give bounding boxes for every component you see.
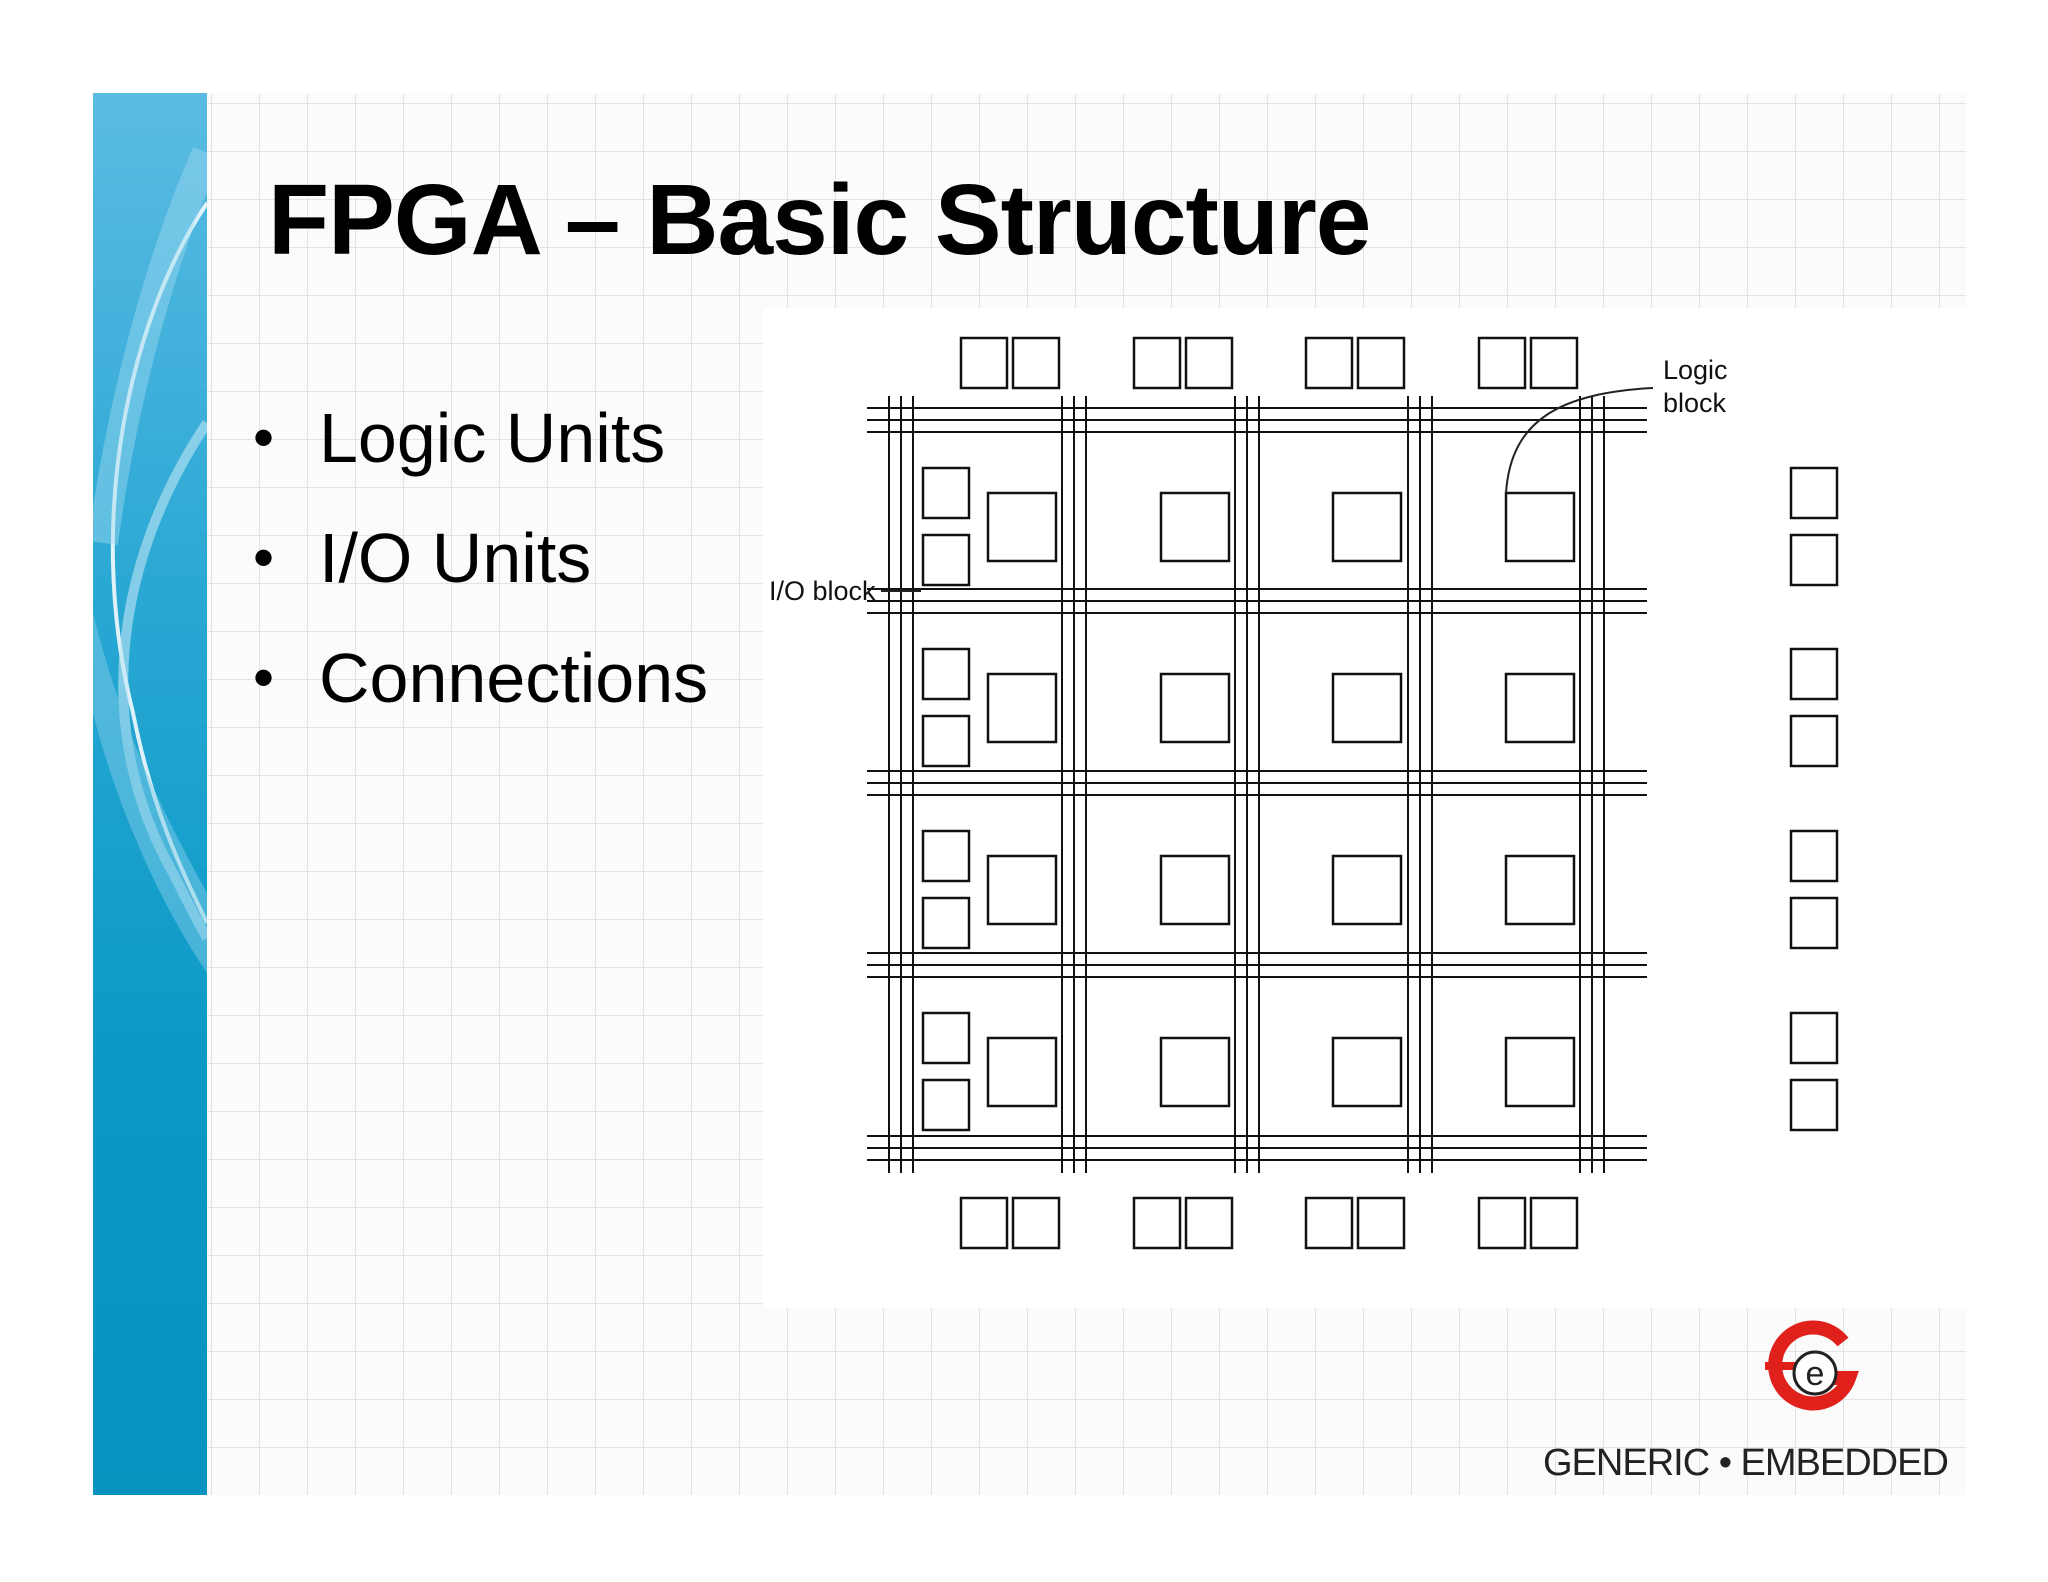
decorative-side-band — [93, 93, 207, 1495]
io-block-top — [1477, 336, 1527, 390]
bullet-dot: • — [253, 524, 275, 591]
fpga-structure-diagram: Logic block I/O block — [769, 336, 1839, 1250]
io-block-right — [1789, 1078, 1839, 1132]
io-block-right — [1789, 896, 1839, 950]
logic-block-callout: Logic block — [1505, 355, 1728, 494]
bullet-dot: • — [253, 644, 275, 711]
io-block-left — [921, 896, 971, 950]
io-block-bottom — [1011, 1196, 1061, 1250]
io-block-bottom — [1184, 1196, 1234, 1250]
io-block-label: I/O block — [769, 576, 876, 606]
io-block-top — [1184, 336, 1234, 390]
io-block-top — [959, 336, 1009, 390]
logic-block — [986, 1036, 1058, 1108]
logic-block-label-line1: Logic — [1663, 355, 1728, 385]
logic-block — [1159, 491, 1231, 563]
io-block-top — [1132, 336, 1182, 390]
io-block-callout: I/O block — [769, 576, 921, 606]
bullet-dot: • — [253, 404, 275, 471]
logic-block — [1159, 854, 1231, 926]
logo-text: GENERIC • EMBEDDED — [1543, 1442, 1949, 1484]
bullet-text: I/O Units — [319, 519, 592, 597]
logic-block — [986, 491, 1058, 563]
io-block-left — [921, 466, 971, 520]
io-block-left — [921, 1078, 971, 1132]
io-block-right — [1789, 533, 1839, 587]
io-block-top — [1356, 336, 1406, 390]
io-block-bottom — [959, 1196, 1009, 1250]
io-block-right — [1789, 714, 1839, 768]
io-block-bottom — [1132, 1196, 1182, 1250]
bullet-text: Logic Units — [319, 399, 666, 477]
io-block-right — [1789, 647, 1839, 701]
io-block-top — [1529, 336, 1579, 390]
logic-block-grid — [986, 491, 1576, 1108]
io-block-left — [921, 714, 971, 768]
logic-block — [1504, 854, 1576, 926]
io-block-ring — [921, 336, 1839, 1250]
logic-block — [1159, 1036, 1231, 1108]
logic-block-label-line2: block — [1663, 388, 1727, 418]
logic-block — [1331, 491, 1403, 563]
io-block-bottom — [1356, 1196, 1406, 1250]
logic-block — [986, 854, 1058, 926]
io-block-top — [1304, 336, 1354, 390]
io-block-bottom — [1304, 1196, 1354, 1250]
logo-mark-letter: e — [1806, 1355, 1825, 1393]
io-block-left — [921, 829, 971, 883]
slide: FPGA – Basic Structure • Logic Units • I… — [93, 93, 1973, 1498]
logic-block — [1159, 672, 1231, 744]
swoosh-graphic — [93, 146, 207, 973]
io-block-right — [1789, 829, 1839, 883]
io-block-left — [921, 647, 971, 701]
io-block-bottom — [1529, 1196, 1579, 1250]
io-block-right — [1789, 1011, 1839, 1065]
logic-block — [1504, 672, 1576, 744]
generic-embedded-logo: e GENERIC • EMBEDDED — [1543, 1318, 1949, 1498]
io-block-left — [921, 533, 971, 587]
logic-block — [1504, 1036, 1576, 1108]
logic-block — [1331, 1036, 1403, 1108]
io-block-right — [1789, 466, 1839, 520]
logic-block — [986, 672, 1058, 744]
routing-channels — [867, 396, 1647, 1173]
logic-block — [1331, 854, 1403, 926]
fpga-diagram-panel: Logic block I/O block — [763, 308, 1973, 1308]
slide-title: FPGA – Basic Structure — [268, 164, 1371, 276]
generic-embedded-logo-mark: e — [1765, 1320, 1859, 1411]
io-block-top — [1011, 336, 1061, 390]
logic-block — [1331, 672, 1403, 744]
io-block-bottom — [1477, 1196, 1527, 1250]
logic-block-callout-line — [1505, 387, 1654, 494]
bullet-text: Connections — [319, 639, 709, 717]
io-block-left — [921, 1011, 971, 1065]
logic-block — [1504, 491, 1576, 563]
